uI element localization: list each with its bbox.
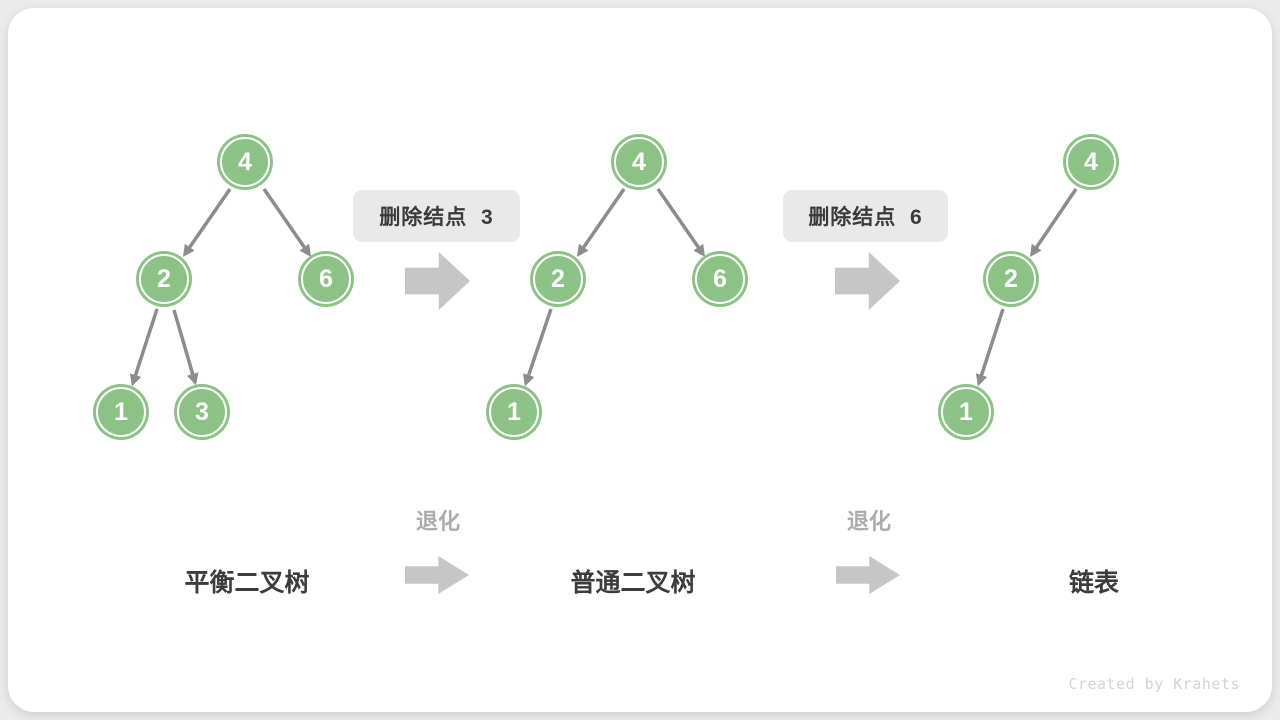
tree1-node-1: 1 <box>96 387 146 437</box>
tree1-node-4: 4 <box>220 137 270 187</box>
tree1-node-6: 6 <box>301 254 351 304</box>
tree2-node-2: 2 <box>533 254 583 304</box>
tree3-node-1: 1 <box>941 387 991 437</box>
tree-label-linked-list: 链表 <box>1068 569 1120 597</box>
tree-label-balanced-binary-tree: 平衡二叉树 <box>184 569 310 597</box>
tree-label-ordinary-binary-tree: 普通二叉树 <box>570 569 696 597</box>
edge-t1-2-3 <box>172 309 199 386</box>
delete-node-3-label: 删除结点 3 <box>353 190 520 242</box>
watermark: Created by Krahets <box>1068 675 1240 693</box>
degrade-arrow-icon <box>405 556 469 594</box>
edge-t2-4-2 <box>576 188 626 257</box>
tree1-node-2: 2 <box>139 254 189 304</box>
edge-t3-2-1 <box>975 308 1005 387</box>
degrade-arrow-icon <box>836 556 900 594</box>
transition-arrow-icon <box>835 252 900 310</box>
tree2-node-6: 6 <box>695 254 745 304</box>
edge-t2-2-1 <box>523 308 553 387</box>
edge-t3-4-2 <box>1029 188 1078 257</box>
diagram-card <box>8 8 1272 712</box>
tree3-node-4: 4 <box>1066 137 1116 187</box>
tree2-node-1: 1 <box>489 387 539 437</box>
tree3-node-2: 2 <box>986 254 1036 304</box>
delete-node-6-label: 删除结点 6 <box>783 190 948 242</box>
edge-t1-2-1 <box>129 308 159 387</box>
transition-arrow-icon <box>405 252 470 310</box>
tree2-node-4: 4 <box>614 137 664 187</box>
edge-t1-4-2 <box>182 188 232 257</box>
degrade-label: 退化 <box>415 509 461 534</box>
degrade-label: 退化 <box>846 509 892 534</box>
edge-t1-4-6 <box>262 188 312 257</box>
edge-t2-4-6 <box>656 188 706 257</box>
tree1-node-3: 3 <box>177 387 227 437</box>
